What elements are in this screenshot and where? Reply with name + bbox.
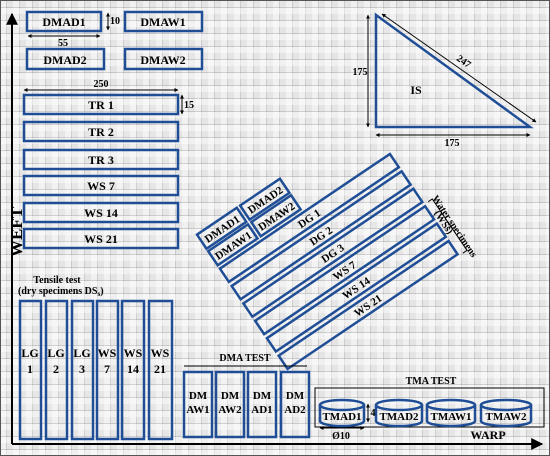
ws7-col-label-line2: 7 — [104, 362, 110, 376]
ws14-label: WS 14 — [84, 206, 118, 220]
dmad1-col-line2: AD1 — [251, 404, 272, 416]
dmaw2-box — [123, 47, 204, 71]
lg3-label-line1: LG — [73, 346, 90, 360]
rot-dg1-box — [218, 152, 401, 284]
tmaw2-label: TMAW2 — [486, 411, 527, 423]
rot-dmaw1-box — [206, 222, 260, 268]
tma-test-title: TMA TEST — [406, 376, 457, 387]
lg3-column — [70, 299, 95, 441]
dma-test-title: DMA TEST — [219, 353, 271, 364]
tmad2-label: TMAD2 — [379, 411, 419, 423]
dmad1-column — [246, 370, 278, 439]
dmad2-col-line1: DM — [286, 390, 305, 402]
rot-ws7-box — [253, 204, 436, 336]
dim-15-label: 15 — [184, 100, 194, 111]
rot-ws21-box — [276, 239, 460, 371]
tensile-caption-2: (dry specimens DSs) — [18, 286, 104, 298]
tmad2-cylinder: TMAD2 — [374, 398, 424, 428]
ws7-column — [95, 299, 120, 441]
weft-axis-label: WEFT — [7, 206, 26, 257]
dim-175-left-label: 175 — [353, 67, 368, 78]
lg1-label-line1: LG — [21, 346, 38, 360]
dmad1-col-line1: DM — [253, 390, 272, 402]
lg2-label-line2: 2 — [53, 362, 59, 376]
lg2-label-line1: LG — [47, 346, 64, 360]
dmaw1-col-line1: DM — [189, 390, 208, 402]
tmad1-label: TMAD1 — [322, 411, 361, 423]
ws21-col-label-line1: WS — [151, 346, 170, 360]
dmad2-label: DMAD2 — [43, 53, 86, 67]
dmaw1-label: DMAW1 — [140, 15, 185, 29]
dma-test-group: DMA TEST DM AW1 DM AW2 DM AD1 DM AD2 — [182, 353, 311, 439]
dmaw1-col-line2: AW1 — [186, 404, 209, 416]
tr2-box — [22, 120, 180, 143]
tma-test-group: TMA TEST TMAD1 TMAD2 TMAW1 TMAW2 4 Ø10 — [314, 376, 545, 442]
tr1-box — [22, 93, 180, 116]
ws7-box — [22, 174, 180, 197]
ws14-box — [22, 201, 180, 224]
ws21-col-label-line2: 21 — [154, 362, 166, 376]
dim-d10-label: Ø10 — [332, 431, 350, 442]
tr3-label: TR 3 — [88, 153, 114, 167]
tmad1-cylinder: TMAD1 — [318, 398, 366, 428]
ws14-column — [120, 299, 146, 441]
tmaw2-top — [479, 398, 533, 412]
ws21-box — [22, 227, 180, 250]
dmaw1-box — [123, 10, 204, 33]
warp-axis-label: WARP — [470, 428, 505, 442]
tr1-label: TR 1 — [88, 98, 114, 112]
dma-small-group: DMAD1 DMAW1 DMAD2 DMAW2 55 10 — [25, 10, 204, 71]
lg1-label-line2: 1 — [27, 362, 33, 376]
tmaw1-cylinder: TMAW1 — [425, 398, 477, 428]
dmaw2-label: DMAW2 — [140, 53, 185, 67]
dmaw2-col-line2: AW2 — [218, 404, 242, 416]
ws14-col-label-line2: 14 — [127, 362, 139, 376]
dim-250-label: 250 — [94, 79, 109, 90]
water-bracket — [427, 198, 468, 254]
rot-dmaw2-box — [249, 193, 303, 238]
ws7-label: WS 7 — [87, 179, 115, 193]
ws21-column — [147, 299, 174, 441]
lg3-label-line2: 3 — [79, 362, 85, 376]
dim-55-label: 55 — [58, 38, 68, 49]
tmaw2-cylinder: TMAW2 — [479, 398, 533, 428]
tr3-box — [22, 148, 180, 171]
tma-test-frame — [314, 387, 545, 428]
dim-4-label: 4 — [371, 408, 376, 419]
rot-dmad1-box — [195, 206, 249, 251]
dmad1-box — [25, 10, 103, 33]
dmad1-label: DMAD1 — [42, 15, 85, 29]
rot-ws14-box — [265, 221, 448, 354]
ws21-label: WS 21 — [84, 232, 118, 246]
dim-175-bottom-label: 175 — [445, 138, 460, 149]
rot-dg3-box — [241, 187, 425, 319]
impact-specimen-group: IS 175 175 247 — [353, 12, 537, 149]
tensile-group: Tensile test (dry specimens DSs) LG 1 LG… — [18, 275, 174, 441]
dmad2-col-line2: AD2 — [284, 404, 306, 416]
rot-dg2-box — [229, 169, 413, 302]
strip-group: 250 15 TR 1 TR 2 TR 3 WS 7 WS 14 WS 21 — [22, 79, 194, 250]
dmaw2-column — [214, 370, 246, 439]
dim-10-label: 10 — [110, 16, 120, 27]
lg2-column — [44, 299, 69, 441]
lg1-column — [18, 299, 43, 441]
tmaw1-label: TMAW1 — [431, 411, 472, 423]
dmaw2-col-line1: DM — [221, 390, 240, 402]
ws14-col-label-line1: WS — [124, 346, 143, 360]
ws7-col-label-line1: WS — [98, 346, 117, 360]
dim-247-line — [381, 13, 537, 123]
tr2-label: TR 2 — [88, 125, 114, 139]
dmad2-column — [279, 370, 311, 439]
dmad2-box — [25, 47, 106, 71]
rotated-cluster: DMAD1 DMAD2 DMAW1 DMAW2 DG 1 DG 2 DG 3 W… — [195, 152, 468, 371]
tmad1-top — [318, 398, 366, 412]
tensile-caption: Tensile test — [33, 275, 81, 286]
tmad2-top — [374, 398, 424, 412]
tmaw1-top — [425, 398, 477, 412]
rot-dmad2-box — [238, 176, 292, 222]
dmaw1-column — [182, 370, 214, 439]
